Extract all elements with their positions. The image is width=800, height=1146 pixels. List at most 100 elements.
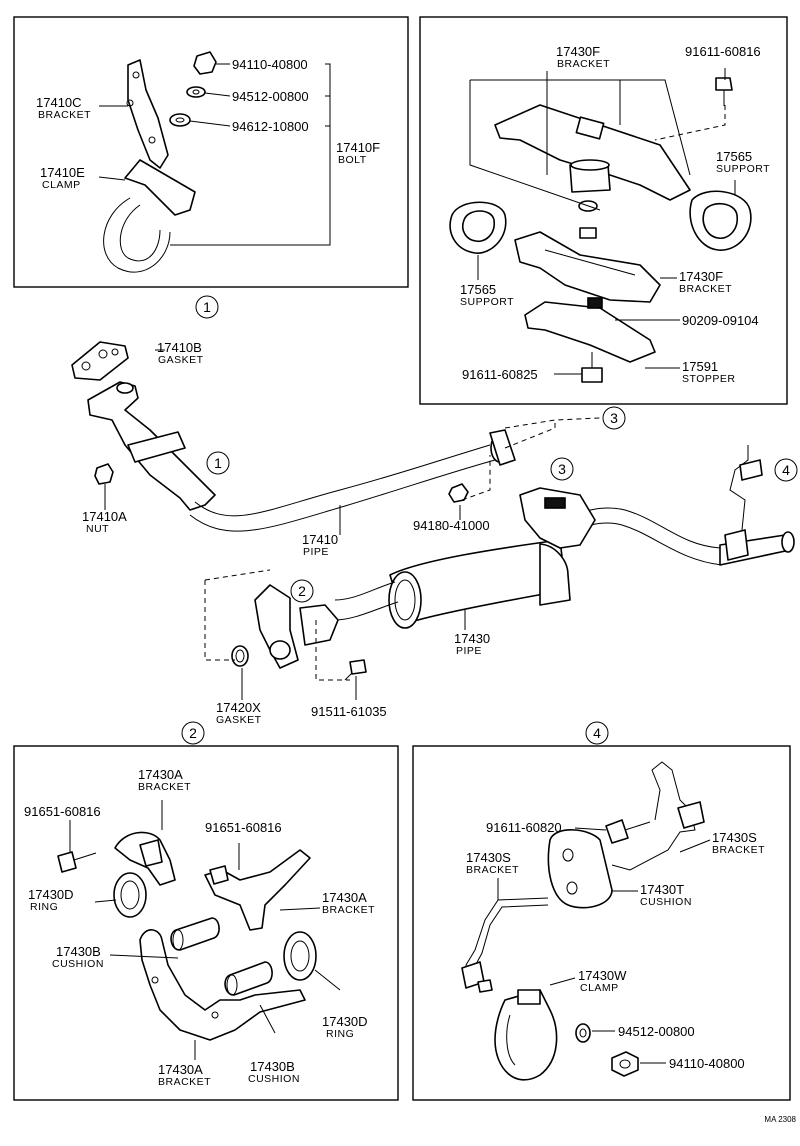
part-94512-00800-box4: 94512-00800 <box>618 1024 695 1039</box>
svg-text:CLAMP: CLAMP <box>42 179 81 191</box>
part-17565-right: 17565 SUPPORT <box>716 149 770 175</box>
part-17430d-left: 17430D RING <box>28 887 74 913</box>
svg-text:17410: 17410 <box>302 532 338 547</box>
svg-text:CUSHION: CUSHION <box>248 1073 300 1085</box>
bolt-91611-60816-drawing <box>715 77 733 106</box>
part-17410a: 17410A NUT <box>82 509 127 535</box>
svg-text:17430T: 17430T <box>640 882 684 897</box>
svg-text:17565: 17565 <box>716 149 752 164</box>
part-17430t: 17430T CUSHION <box>640 882 692 908</box>
part-91611-60825: 91611-60825 <box>462 367 538 382</box>
figure-code: MA 2308 <box>764 1115 796 1124</box>
svg-text:17410C: 17410C <box>36 95 82 110</box>
bracket-17430s-right-drawing <box>611 761 705 871</box>
ring-17430d-left-drawing <box>113 872 147 918</box>
svg-text:17565: 17565 <box>460 282 496 297</box>
bracket-17430a-bottom-drawing <box>139 929 306 1041</box>
svg-text:17430D: 17430D <box>322 1014 368 1029</box>
svg-text:17591: 17591 <box>682 359 718 374</box>
svg-text:CUSHION: CUSHION <box>640 896 692 908</box>
part-91651-60816-right: 91651-60816 <box>205 820 282 835</box>
bolt-91611-60820-drawing <box>605 819 651 844</box>
svg-text:17430W: 17430W <box>578 968 627 983</box>
part-17430s-right: 17430S BRACKET <box>712 830 765 856</box>
part-94110-40800-box1: 94110-40800 <box>232 57 308 72</box>
part-94110-40800-box4: 94110-40800 <box>669 1056 745 1071</box>
nut-and-bolt-stack-drawing <box>578 200 598 239</box>
callout-4-tailpipe: 4 <box>774 458 798 482</box>
svg-text:CLAMP: CLAMP <box>580 982 619 994</box>
washer-94612-drawing <box>169 113 191 127</box>
svg-text:BOLT: BOLT <box>338 154 367 166</box>
svg-text:17430S: 17430S <box>712 830 757 845</box>
part-17430w: 17430W CLAMP <box>578 968 627 994</box>
nut-94110-box4-drawing <box>611 1051 639 1077</box>
callout-2-box-label: 2 <box>181 721 205 745</box>
svg-text:GASKET: GASKET <box>216 714 262 726</box>
detail-box-4 <box>412 745 791 1101</box>
cushion-17430t-drawing <box>547 829 613 909</box>
svg-text:BRACKET: BRACKET <box>557 58 610 70</box>
svg-text:BRACKET: BRACKET <box>712 844 765 856</box>
part-17410: 17410 PIPE <box>302 532 338 558</box>
bracket-17430f-top-drawing <box>494 104 691 201</box>
svg-text:17430B: 17430B <box>250 1059 295 1074</box>
svg-text:PIPE: PIPE <box>456 645 482 657</box>
clamp-17430w-drawing <box>494 989 558 1081</box>
part-17410e: 17410E CLAMP <box>40 165 85 191</box>
svg-text:17430F: 17430F <box>556 44 600 59</box>
bracket-17430a-top-drawing <box>114 831 176 886</box>
tail-pipe-drawing <box>569 445 795 566</box>
svg-text:SUPPORT: SUPPORT <box>716 163 770 175</box>
detail-box-2 <box>13 745 399 1101</box>
svg-text:RING: RING <box>30 901 58 913</box>
svg-text:RING: RING <box>326 1028 354 1040</box>
svg-text:4: 4 <box>782 462 790 478</box>
svg-text:SUPPORT: SUPPORT <box>460 296 514 308</box>
svg-text:BRACKET: BRACKET <box>38 109 91 121</box>
bolt-91651-60816-left-drawing <box>57 851 97 873</box>
svg-text:17430: 17430 <box>454 631 490 646</box>
part-17430f-top: 17430F BRACKET <box>556 44 610 70</box>
svg-text:1: 1 <box>214 455 222 471</box>
part-91611-60816: 91611-60816 <box>685 44 761 59</box>
part-17430a-bottom: 17430A BRACKET <box>158 1062 211 1088</box>
nut-94180-41000-drawing <box>448 483 469 503</box>
svg-text:17420X: 17420X <box>216 700 261 715</box>
svg-text:3: 3 <box>558 461 566 477</box>
part-17430b-left: 17430B CUSHION <box>52 944 104 970</box>
cushion-17430b-bottom-drawing <box>224 961 273 996</box>
svg-text:17430A: 17430A <box>322 890 367 905</box>
part-91511-61035: 91511-61035 <box>311 704 387 719</box>
nut-94110-drawing <box>193 51 217 75</box>
svg-text:4: 4 <box>593 725 601 741</box>
cushion-17430b-top-drawing <box>170 917 220 951</box>
svg-text:NUT: NUT <box>86 523 109 535</box>
part-17410c: 17410C BRACKET <box>36 95 91 121</box>
washer-94512-box4-drawing <box>575 1023 591 1043</box>
bracket-17430s-left-drawing <box>461 897 549 993</box>
bracket-17430a-right-drawing <box>204 849 311 931</box>
bracket-17410c-drawing <box>126 59 169 169</box>
callout-3-on-muffler: 3 <box>550 457 574 481</box>
svg-text:17410A: 17410A <box>82 509 127 524</box>
svg-text:BRACKET: BRACKET <box>466 864 519 876</box>
svg-text:BRACKET: BRACKET <box>679 283 732 295</box>
svg-text:BRACKET: BRACKET <box>138 781 191 793</box>
gasket-17420x-drawing <box>231 645 249 667</box>
bolt-91511-61035-drawing <box>344 659 367 681</box>
svg-text:STOPPER: STOPPER <box>682 373 736 385</box>
part-17430a-top: 17430A BRACKET <box>138 767 191 793</box>
svg-text:BRACKET: BRACKET <box>158 1076 211 1088</box>
svg-text:CUSHION: CUSHION <box>52 958 104 970</box>
svg-text:17410B: 17410B <box>157 340 202 355</box>
part-17430: 17430 PIPE <box>454 631 490 657</box>
part-91651-60816-left: 91651-60816 <box>24 804 101 819</box>
support-17565-left-drawing <box>449 201 507 254</box>
svg-text:17410F: 17410F <box>336 140 380 155</box>
ring-17430d-right-drawing <box>283 931 317 981</box>
part-17591: 17591 STOPPER <box>682 359 736 385</box>
svg-text:17430F: 17430F <box>679 269 723 284</box>
callout-4-box-label: 4 <box>585 721 609 745</box>
